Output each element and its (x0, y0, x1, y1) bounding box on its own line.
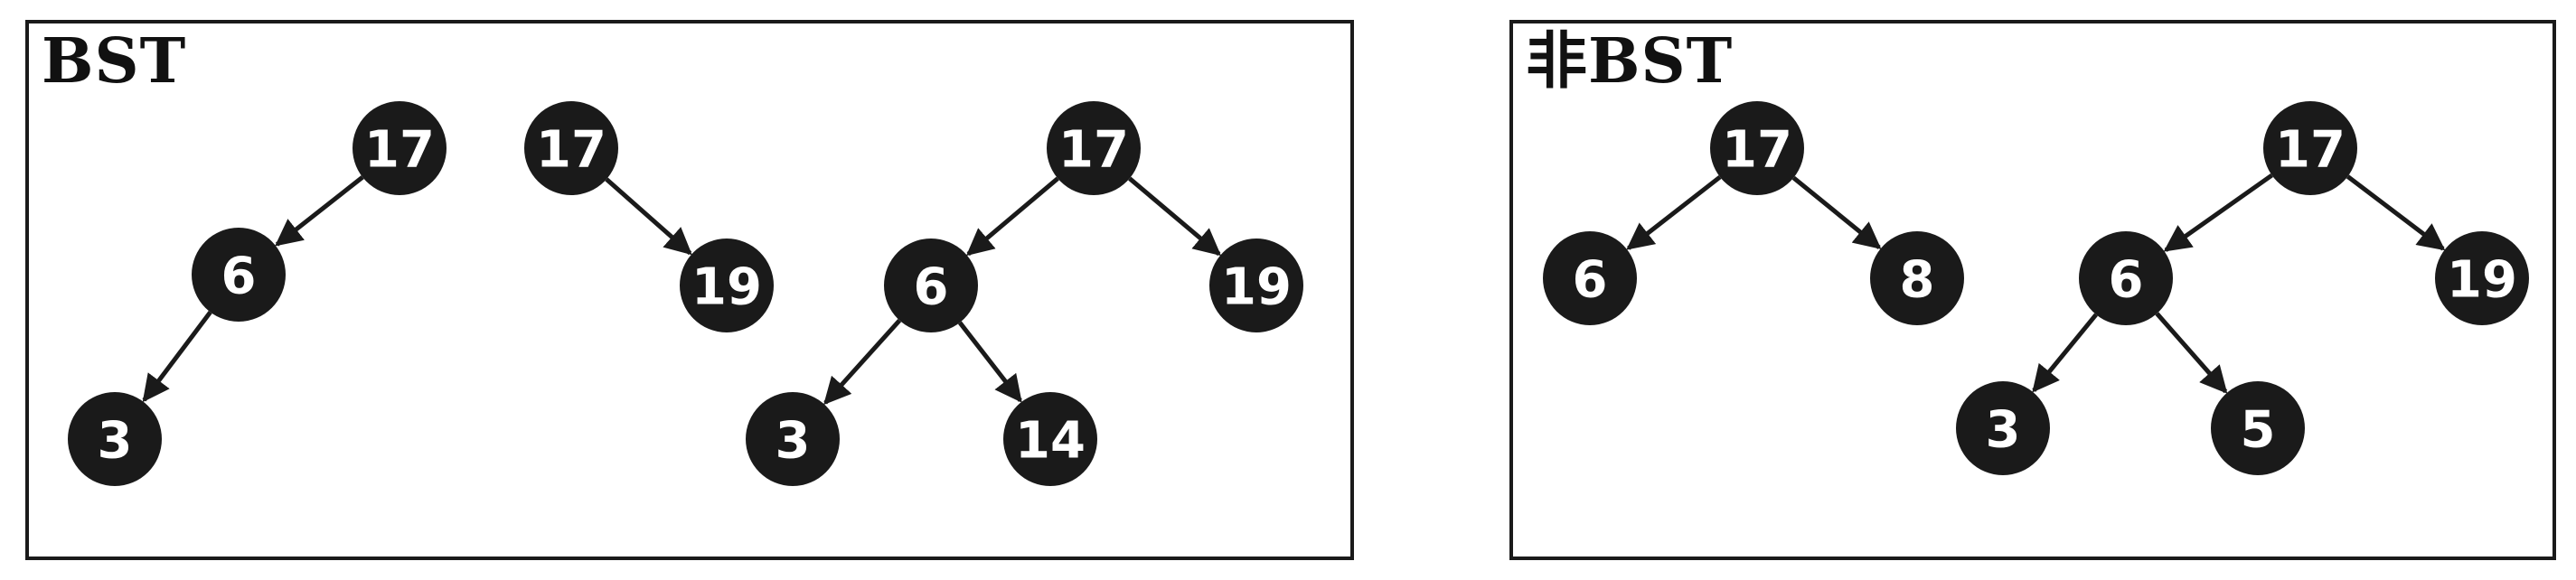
tree-node-circle (2435, 231, 2529, 325)
tree-node: 19 (1209, 239, 1303, 332)
tree-node-label: 19 (1221, 258, 1292, 317)
tree-node: 19 (2435, 231, 2529, 325)
tree-node: 5 (2211, 381, 2305, 475)
tree-node-label: 5 (2241, 401, 2276, 460)
tree-node: 6 (1543, 231, 1637, 325)
tree-node-label: 19 (2447, 251, 2517, 310)
tree-node: 17 (1710, 101, 1804, 195)
tree-node: 6 (2079, 231, 2173, 325)
tree-node-circle (2079, 231, 2173, 325)
tree-node-circle (68, 392, 162, 486)
tree-edge-arrow (275, 175, 364, 247)
tree-node-circle (1047, 101, 1141, 195)
tree-edge-arrow (2032, 313, 2098, 393)
tree-node: 17 (2263, 101, 2357, 195)
tree-node: 6 (884, 239, 978, 332)
tree-node-label: 6 (914, 258, 949, 317)
non-bst-panel: 非BST 17 6 8 17 6 19 3 5 (1509, 20, 2556, 560)
tree-node-label: 17 (364, 121, 435, 180)
tree-edge-arrow (823, 318, 902, 406)
non-bst-panel-title: 非BST (1526, 25, 1734, 98)
tree-node-circle (353, 101, 447, 195)
tree-node-label: 17 (1058, 121, 1129, 180)
tree-node-circle (1956, 381, 2050, 475)
tree-node-circle (2263, 101, 2357, 195)
tree-node: 8 (1870, 231, 1964, 325)
tree-node-label: 17 (2275, 121, 2346, 180)
tree-node: 3 (746, 392, 840, 486)
tree-node-circle (524, 101, 618, 195)
tree-node-circle (192, 228, 286, 322)
bst-panel-title: BST (42, 25, 187, 98)
tree-edge-arrow (1626, 174, 1722, 250)
tree-node-label: 3 (776, 412, 811, 471)
tree-node: 3 (1956, 381, 2050, 475)
tree-node-circle (746, 392, 840, 486)
tree-node-circle (1003, 392, 1097, 486)
non-bst-trees-diagram: 17 6 8 17 6 19 3 5 (1543, 101, 2529, 475)
tree-node-label: 17 (1722, 121, 1792, 180)
tree-node-circle (1209, 239, 1303, 332)
tree-node: 6 (192, 228, 286, 322)
tree-edge-arrow (1791, 175, 1882, 249)
tree-node-circle (1870, 231, 1964, 325)
bst-panel: BST 17 6 3 17 19 17 6 19 3 14 (25, 20, 1354, 560)
tree-node-circle (2211, 381, 2305, 475)
tree-edge-arrow (605, 177, 692, 256)
tree-node-label: 3 (98, 412, 133, 471)
tree-node-label: 6 (221, 248, 257, 306)
tree-node-circle (1543, 231, 1637, 325)
tree-node-label: 6 (1573, 251, 1608, 310)
tree-node-circle (884, 239, 978, 332)
tree-edge-arrow (965, 176, 1059, 257)
bst-trees-diagram: 17 6 3 17 19 17 6 19 3 14 (68, 101, 1303, 486)
tree-node-label: 17 (536, 121, 606, 180)
tree-node-label: 6 (2109, 251, 2144, 310)
tree-edge-arrow (957, 321, 1022, 403)
tree-edge-arrow (2346, 174, 2446, 251)
tree-node-label: 8 (1900, 251, 1935, 310)
tree-node: 17 (524, 101, 618, 195)
tree-node-label: 19 (691, 258, 762, 317)
tree-node: 17 (353, 101, 447, 195)
tree-node: 17 (1047, 101, 1141, 195)
tree-edge-arrow (1128, 176, 1222, 257)
tree-edge-arrow (142, 311, 212, 403)
tree-node-circle (1710, 101, 1804, 195)
tree-node-label: 3 (1986, 401, 2021, 460)
tree-node: 14 (1003, 392, 1097, 486)
tree-edge-arrow (2155, 312, 2228, 394)
tree-node-circle (680, 239, 774, 332)
tree-edge-arrow (2163, 173, 2273, 252)
tree-node: 3 (68, 392, 162, 486)
tree-node-label: 14 (1015, 412, 1086, 471)
tree-node: 19 (680, 239, 774, 332)
